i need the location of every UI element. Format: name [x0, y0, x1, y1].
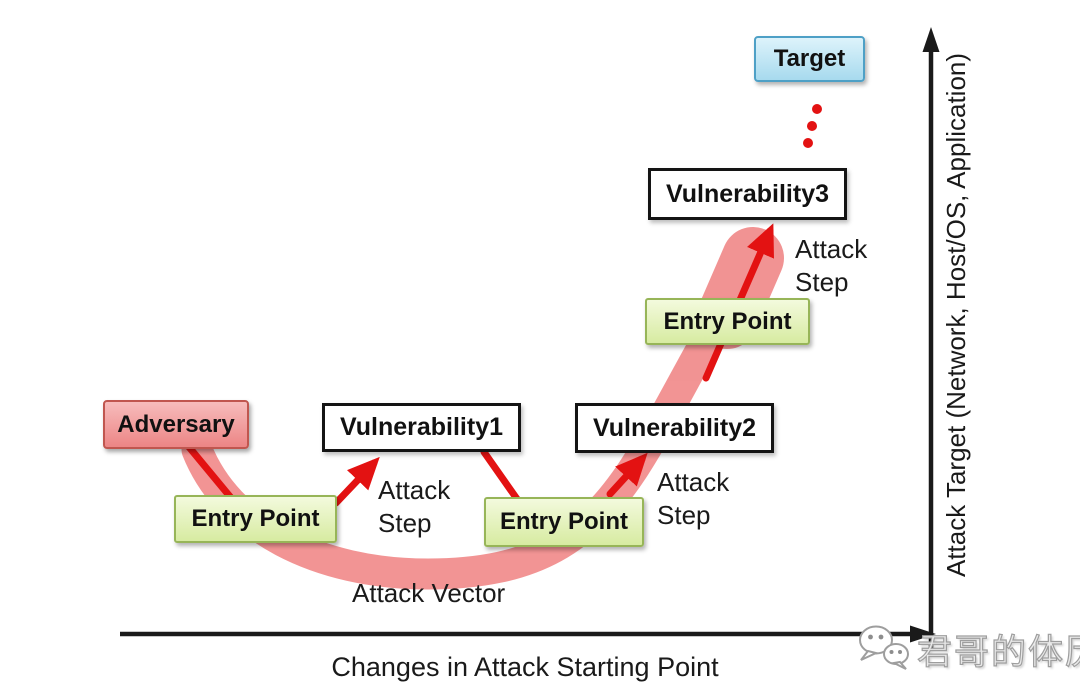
- vulnerability1-box: Vulnerability1: [322, 403, 521, 452]
- vulnerability2-box: Vulnerability2: [575, 403, 774, 453]
- wechat-chat-bubbles-icon: [859, 625, 909, 670]
- y-axis-arrow-icon: [922, 27, 940, 52]
- attack-step2-arrow: [606, 452, 648, 498]
- vulnerability3-box: Vulnerability3: [648, 168, 847, 220]
- attack-vector-label: Attack Vector: [352, 578, 506, 608]
- dotted-continuation-to-target: [803, 104, 822, 148]
- y-axis-label: Attack Target (Network, Host/OS, Applica…: [941, 52, 971, 578]
- watermark-text: 君哥的体历: [916, 632, 1080, 672]
- attack-step-3-label: Attack Step: [795, 234, 868, 297]
- entry-point-3-label: Entry Point: [663, 307, 792, 335]
- vulnerability3-label: Vulnerability3: [665, 179, 829, 208]
- entry-point-2-label: Entry Point: [499, 508, 628, 535]
- vulnerability1-label: Vulnerability1: [339, 413, 503, 441]
- entry-point-1-label: Entry Point: [191, 505, 320, 532]
- entry-point-1-box: Entry Point: [174, 495, 337, 543]
- x-axis-arrow-icon: [910, 625, 936, 643]
- target-box: Target: [754, 36, 865, 82]
- watermark: 君哥的体历: [855, 622, 1080, 676]
- attack-step-1-label: Attack Step: [378, 475, 451, 538]
- x-axis-label: Changes in Attack Starting Point: [331, 652, 719, 682]
- attack-step1-arrow: [332, 456, 380, 507]
- attack-step-2-label: Attack Step: [657, 467, 730, 530]
- entry-point-2-box: Entry Point: [484, 497, 644, 547]
- adversary-to-entry1-line: [180, 437, 236, 503]
- adversary-box: Adversary: [103, 400, 249, 449]
- adversary-label: Adversary: [117, 410, 235, 438]
- target-label: Target: [773, 45, 846, 72]
- vulnerability2-label: Vulnerability2: [592, 413, 756, 442]
- vuln1-to-entry2-line: [480, 448, 521, 503]
- entry-point-3-box: Entry Point: [645, 298, 810, 345]
